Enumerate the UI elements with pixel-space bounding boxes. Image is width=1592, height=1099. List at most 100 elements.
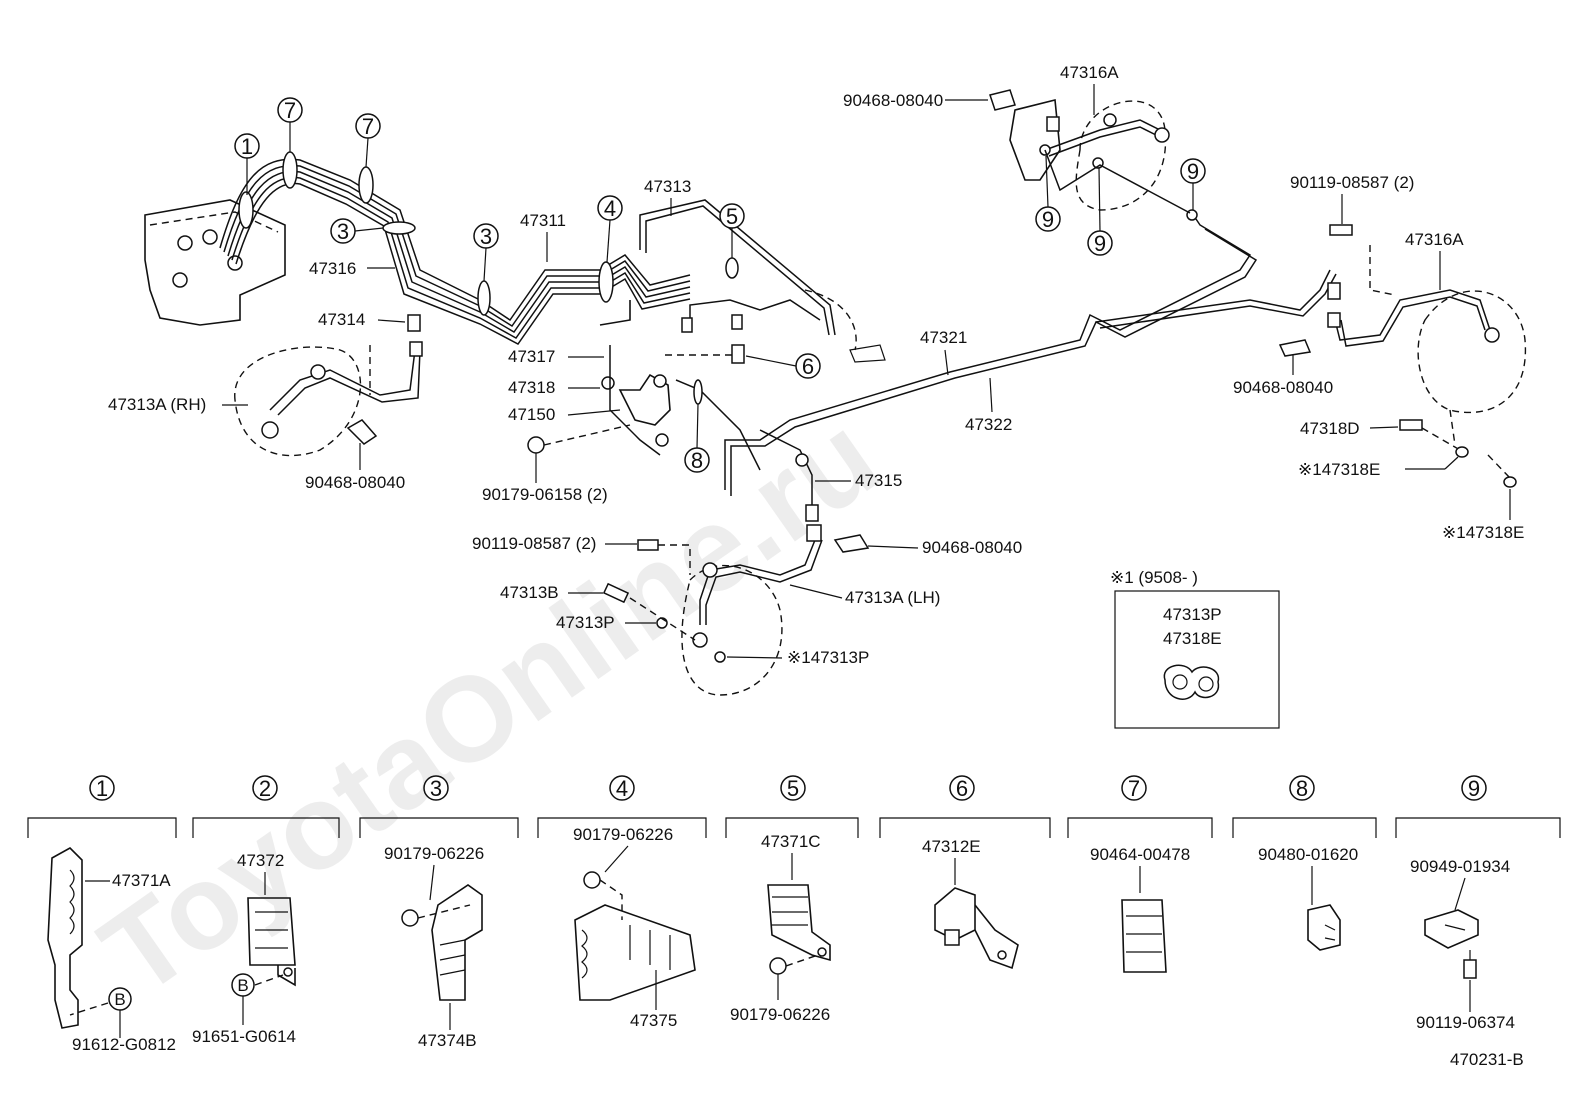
clamp-3-marker-b	[477, 280, 491, 316]
watermark: ToyotaOnline.ru	[78, 389, 901, 1021]
svg-text:47312E: 47312E	[922, 837, 981, 856]
callout-5: 5	[719, 203, 745, 258]
label-47318D: 47318D	[1300, 419, 1360, 438]
svg-text:1: 1	[241, 134, 253, 159]
svg-text:7: 7	[284, 98, 296, 123]
svg-text:7: 7	[362, 114, 374, 139]
svg-text:9: 9	[1468, 776, 1480, 801]
svg-text:47371A: 47371A	[112, 871, 171, 890]
note-box: ※1 (9508- ) 47313P 47318E	[1110, 568, 1280, 729]
label-90468-08040-rh: 90468-08040	[305, 473, 405, 492]
svg-text:90464-00478: 90464-00478	[1090, 845, 1190, 864]
figure-code: 470231-B	[1450, 1050, 1524, 1069]
label-47318: 47318	[508, 378, 555, 397]
detail-5: 5 47371C 90179-06226	[725, 775, 859, 1024]
label-47316: 47316	[309, 259, 356, 278]
bundle-clamps	[238, 151, 739, 316]
abs-actuator	[144, 199, 286, 326]
label-47314: 47314	[318, 310, 365, 329]
bolt-90119-lh	[637, 539, 659, 551]
rear-right-assembly	[1278, 224, 1527, 488]
label-47313B: 47313B	[500, 583, 559, 602]
svg-text:91612-G0812: 91612-G0812	[72, 1035, 176, 1054]
label-47313A-rh: 47313A (RH)	[108, 395, 206, 414]
svg-text:4: 4	[616, 776, 628, 801]
callout-9b: 9	[1087, 167, 1113, 256]
svg-text:90480-01620: 90480-01620	[1258, 845, 1358, 864]
detail-7: 7 90464-00478	[1067, 775, 1213, 973]
detail-3: 3 90179-06226 47374B	[359, 775, 519, 1050]
tube-47321	[724, 209, 1252, 490]
callout-7b: 7	[355, 113, 381, 168]
tube-47313	[639, 199, 836, 336]
svg-text:90949-01934: 90949-01934	[1410, 857, 1510, 876]
label-47313: 47313	[644, 177, 691, 196]
svg-text:7: 7	[1128, 776, 1140, 801]
label-147318E-a: ※147318E	[1298, 460, 1380, 479]
bolt-47318D	[1399, 419, 1423, 431]
svg-text:8: 8	[1296, 776, 1308, 801]
front-rh-hose-47313A	[234, 314, 423, 457]
label-90179-06158: 90179-06158 (2)	[482, 485, 608, 504]
label-47150: 47150	[508, 405, 555, 424]
note-box-line2: 47318E	[1163, 629, 1222, 648]
gasket-147318E-b	[1503, 476, 1517, 488]
clamp-7-marker-a	[282, 151, 298, 189]
rear-left-assembly	[989, 89, 1198, 221]
detail-2: 2 47372 B 91651-G0614	[192, 775, 340, 1046]
callout-1: 1	[234, 133, 260, 195]
label-47315: 47315	[855, 471, 902, 490]
svg-text:47375: 47375	[630, 1011, 677, 1030]
svg-text:8: 8	[691, 448, 703, 473]
fitting	[731, 314, 743, 330]
clamp-3-marker-a	[382, 221, 416, 235]
clamp-8-marker	[693, 379, 703, 405]
svg-text:2: 2	[259, 776, 271, 801]
label-47313A-lh: 47313A (LH)	[845, 588, 940, 607]
callout-8: 8	[684, 403, 710, 473]
clamp-1-marker	[238, 191, 254, 229]
clamp-5-marker	[725, 257, 739, 279]
svg-text:90179-06226: 90179-06226	[730, 1005, 830, 1024]
svg-text:9: 9	[1187, 159, 1199, 184]
label-47316A-right: 47316A	[1405, 230, 1464, 249]
detail-9: 9 90949-01934 90119-06374	[1395, 775, 1561, 1032]
label-47321: 47321	[920, 328, 967, 347]
label-47322: 47322	[965, 415, 1012, 434]
svg-text:B: B	[114, 990, 125, 1009]
clip-90468-top	[989, 89, 1016, 111]
label-47317: 47317	[508, 347, 555, 366]
svg-text:3: 3	[430, 776, 442, 801]
label-47313P: 47313P	[556, 613, 615, 632]
svg-text:9: 9	[1042, 207, 1054, 232]
fitting	[681, 317, 693, 333]
proportioning-valve-47150	[599, 300, 761, 471]
detail-4: 4 90179-06226 47375	[537, 775, 707, 1030]
svg-text:5: 5	[787, 776, 799, 801]
callout-4: 4	[597, 195, 623, 263]
label-90468-08040-rear: 90468-08040	[1233, 378, 1333, 397]
svg-text:47374B: 47374B	[418, 1031, 477, 1050]
svg-text:B: B	[237, 976, 248, 995]
svg-text:3: 3	[480, 224, 492, 249]
label-147318E-b: ※147318E	[1442, 523, 1524, 542]
note-box-line1: 47313P	[1163, 605, 1222, 624]
callout-7a: 7	[277, 97, 303, 152]
svg-text:90179-06226: 90179-06226	[573, 825, 673, 844]
label-90468-08040-lh: 90468-08040	[922, 538, 1022, 557]
svg-text:47372: 47372	[237, 851, 284, 870]
label-90119-08587-lh: 90119-08587 (2)	[472, 534, 596, 553]
front-lh-hose-47313A	[602, 524, 870, 696]
clamp-7-marker-b	[358, 166, 374, 204]
label-147313P: ※147313P	[787, 648, 869, 667]
clamp-4-marker	[598, 261, 614, 303]
label-47316A-top: 47316A	[1060, 63, 1119, 82]
detail-1: 1 47371A B 91612-G0812	[27, 775, 177, 1054]
callout-3b: 3	[473, 223, 499, 282]
callout-3a: 3	[330, 218, 384, 244]
callout-6: 6	[745, 353, 821, 379]
detail-8: 8 90480-01620	[1232, 775, 1377, 951]
svg-text:9: 9	[1094, 231, 1106, 256]
fitting-6	[731, 344, 745, 364]
